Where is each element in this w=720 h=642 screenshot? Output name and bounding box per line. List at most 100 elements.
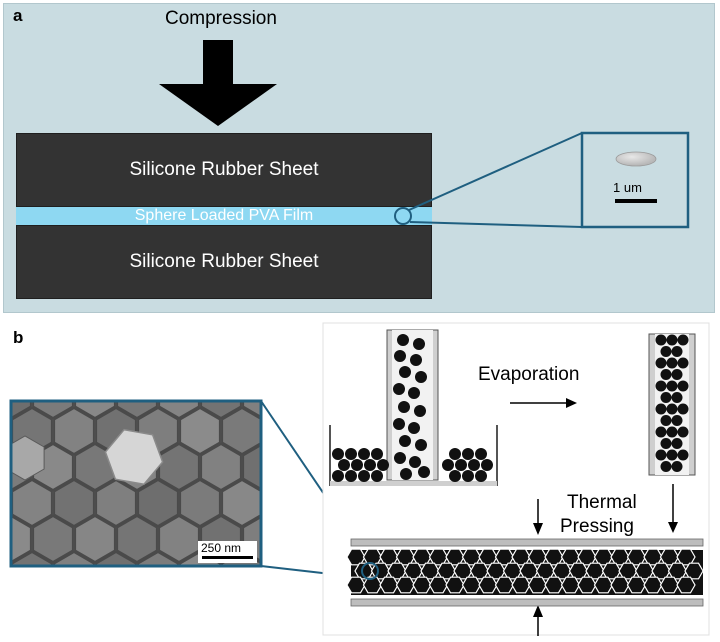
- particle: [660, 392, 672, 403]
- pressed-hex-cell: [676, 576, 696, 594]
- pressed-hex-cell: [659, 548, 680, 566]
- pressed-hex-cell: [544, 548, 564, 566]
- particle: [660, 415, 672, 426]
- particle: [358, 470, 370, 482]
- pressed-hex-cell: [519, 562, 539, 580]
- sem-hex-cell: [242, 444, 261, 490]
- particle: [399, 435, 411, 447]
- press-plate-top: [350, 538, 704, 547]
- sem-hex-cell: [221, 478, 261, 528]
- particle: [677, 357, 689, 369]
- pressed-hex-cell: [667, 562, 688, 580]
- pressed-hex-cell: [585, 562, 605, 580]
- sem-hex-cell: [95, 478, 137, 528]
- sem-hex-cell: [200, 401, 242, 420]
- particle: [666, 449, 678, 461]
- pressed-hex-cell: [651, 562, 671, 580]
- pressed-hex-cell: [610, 576, 630, 594]
- pressed-hex-cell: [684, 562, 704, 580]
- pressed-hex-cell: [610, 548, 630, 566]
- sem-large-sphere: [104, 428, 164, 486]
- particle: [677, 334, 689, 346]
- pressed-hex-cell: [395, 548, 416, 566]
- particle: [364, 459, 376, 471]
- sem-hex-cell: [11, 401, 32, 420]
- scale-label-a: 1 um: [613, 180, 642, 195]
- sem-hex-cell: [74, 514, 116, 564]
- particle: [338, 459, 350, 471]
- pressed-hex-cell: [445, 548, 465, 566]
- bottom-rubber-sheet: Silicone Rubber Sheet: [16, 225, 432, 299]
- panel-b-letter: b: [13, 328, 24, 347]
- pressed-hex-cell: [552, 562, 572, 580]
- callout-line-a-bottom: [409, 221, 583, 228]
- particle: [671, 392, 683, 403]
- press-plate-bottom: [350, 598, 704, 607]
- particle: [418, 466, 430, 478]
- compression-arrow: [159, 40, 277, 126]
- pressed-hex-cell: [370, 562, 391, 580]
- sem-hex-cell: [221, 406, 261, 456]
- particle: [455, 459, 467, 471]
- film-label: Sphere Loaded PVA Film: [134, 207, 314, 224]
- sem-hex-cell: [95, 550, 137, 566]
- sem-hex-cell: [158, 514, 200, 564]
- pressed-hex-cell: [601, 562, 622, 580]
- particle: [351, 459, 363, 471]
- sem-hex-cell: [32, 401, 74, 420]
- pva-film: Sphere Loaded PVA Film: [16, 207, 432, 225]
- pressing-down-arrowhead: [668, 522, 678, 533]
- pressed-hex-cell: [486, 562, 506, 580]
- press-arrow-top-head: [533, 523, 543, 535]
- particle: [671, 461, 683, 472]
- particle: [358, 448, 370, 460]
- pressed-hex-cell: [593, 548, 614, 566]
- pressed-hex-cell: [387, 562, 407, 580]
- particle: [677, 449, 689, 461]
- particle: [666, 334, 678, 346]
- particle: [462, 470, 474, 482]
- sem-hex-cell: [158, 401, 200, 420]
- sem-hex-cell: [11, 514, 32, 564]
- sem-scale-bar: [202, 556, 253, 559]
- pressed-hex-cell: [560, 576, 581, 594]
- pressed-hex-cell: [527, 548, 548, 566]
- particle: [655, 357, 667, 369]
- particle: [377, 459, 389, 471]
- particle: [655, 380, 667, 392]
- inset-box-a: [580, 131, 690, 229]
- pressed-hex-cell: [535, 562, 556, 580]
- pressed-hex-cell: [453, 562, 473, 580]
- particle: [660, 438, 672, 449]
- magnifier-circle-b: [361, 562, 379, 580]
- pressed-hex-cell: [420, 562, 440, 580]
- particle: [449, 448, 461, 460]
- magnifier-circle-a: [394, 207, 412, 225]
- particle: [666, 426, 678, 438]
- particle: [655, 334, 667, 346]
- beaker-particles: [332, 334, 493, 482]
- pressed-hex-cell: [676, 548, 696, 566]
- particle: [655, 426, 667, 438]
- pressed-hex-cell: [511, 548, 531, 566]
- pressed-hex-cell: [461, 576, 482, 594]
- particle: [408, 422, 420, 434]
- evaporation-arrowhead: [566, 398, 577, 408]
- pressed-hex-cell: [346, 548, 366, 566]
- sem-hex-cell: [116, 401, 158, 420]
- particle: [398, 401, 410, 413]
- pressed-hex-cell: [412, 548, 432, 566]
- top-rubber-sheet: Silicone Rubber Sheet: [16, 133, 432, 207]
- particle: [677, 403, 689, 415]
- pressed-hex-cell: [577, 548, 597, 566]
- particle: [408, 387, 420, 399]
- pressed-hex-cell: [593, 576, 614, 594]
- pressed-hex-cell: [626, 576, 647, 594]
- pressed-hex-cell: [618, 562, 638, 580]
- pressed-hex-cell: [379, 576, 399, 594]
- sem-hex-cell: [200, 442, 242, 492]
- pressed-hex-cell: [494, 548, 515, 566]
- particle: [399, 366, 411, 378]
- pressed-hex-cell: [577, 576, 597, 594]
